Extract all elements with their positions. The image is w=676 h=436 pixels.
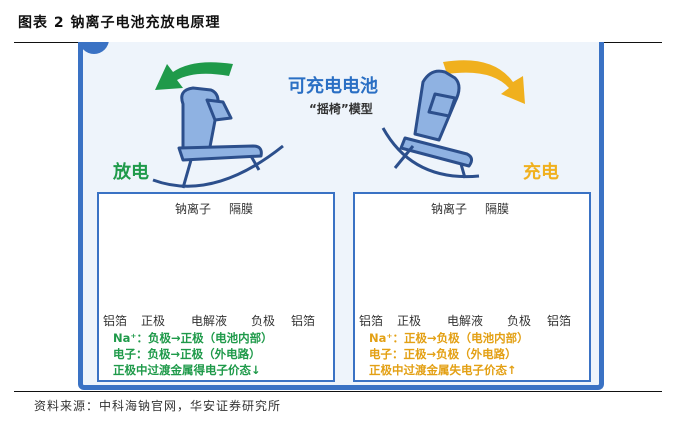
axis-label-cathode: 正极	[397, 314, 422, 328]
charge-heading: 充电	[523, 162, 559, 183]
discharge-line-3: 正极中过渡金属得电子价态↓	[113, 363, 261, 377]
charge-box: 钠离子 隔膜 铝箔 正极 电解液 负极 铝箔 Na⁺：正极→负极（电池内部） 电…	[353, 192, 591, 382]
panel-subtitle: “摇椅”模型	[309, 102, 373, 116]
charge-line-2: 电子：正极→负极（外电路）	[369, 347, 517, 361]
discharge-heading: 放电	[113, 162, 149, 183]
discharge-box: 钠离子 隔膜 铝箔 正极 电解液 负极 铝箔 Na⁺：负极→正极（电池内部） 电…	[97, 192, 335, 382]
axis-label-cathode: 正极	[141, 314, 166, 328]
left-rocking-chair-icon	[152, 86, 284, 189]
axis-label-al-left: 铝箔	[359, 314, 384, 328]
charge-arrow-icon	[443, 60, 525, 104]
separator-label: 隔膜	[229, 202, 254, 216]
axis-label-electrolyte: 电解液	[447, 314, 484, 328]
axis-label-al-right: 铝箔	[547, 314, 572, 328]
axis-label-electrolyte: 电解液	[191, 314, 228, 328]
axis-label-anode: 负极	[251, 314, 276, 328]
discharge-arrow-icon	[155, 62, 233, 90]
discharge-line-2: 电子：负极→正极（外电路）	[113, 347, 261, 361]
right-rocking-chair-icon	[381, 69, 480, 179]
panel-corner-decoration	[83, 42, 109, 54]
axis-label-al-right: 铝箔	[291, 314, 316, 328]
ion-label: 钠离子	[175, 202, 212, 216]
axis-label-anode: 负极	[507, 314, 532, 328]
ion-label: 钠离子	[431, 202, 468, 216]
charge-line-1: Na⁺：正极→负极（电池内部）	[369, 331, 529, 345]
discharge-line-1: Na⁺：负极→正极（电池内部）	[113, 331, 273, 345]
figure-title: 图表 2 钠离子电池充放电原理	[18, 15, 221, 31]
panel-title: 可充电电池	[288, 76, 378, 97]
bottom-rule	[14, 391, 662, 392]
axis-label-al-left: 铝箔	[103, 314, 128, 328]
separator-label: 隔膜	[485, 202, 510, 216]
diagram-panel: 可充电电池 “摇椅”模型 放电 充电 钠离子 隔膜 铝箔 正极 电解液 负极 铝…	[78, 42, 604, 390]
charge-line-3: 正极中过渡金属失电子价态↑	[369, 363, 517, 377]
source-note: 资料来源：中科海钠官网，华安证券研究所	[34, 399, 282, 413]
